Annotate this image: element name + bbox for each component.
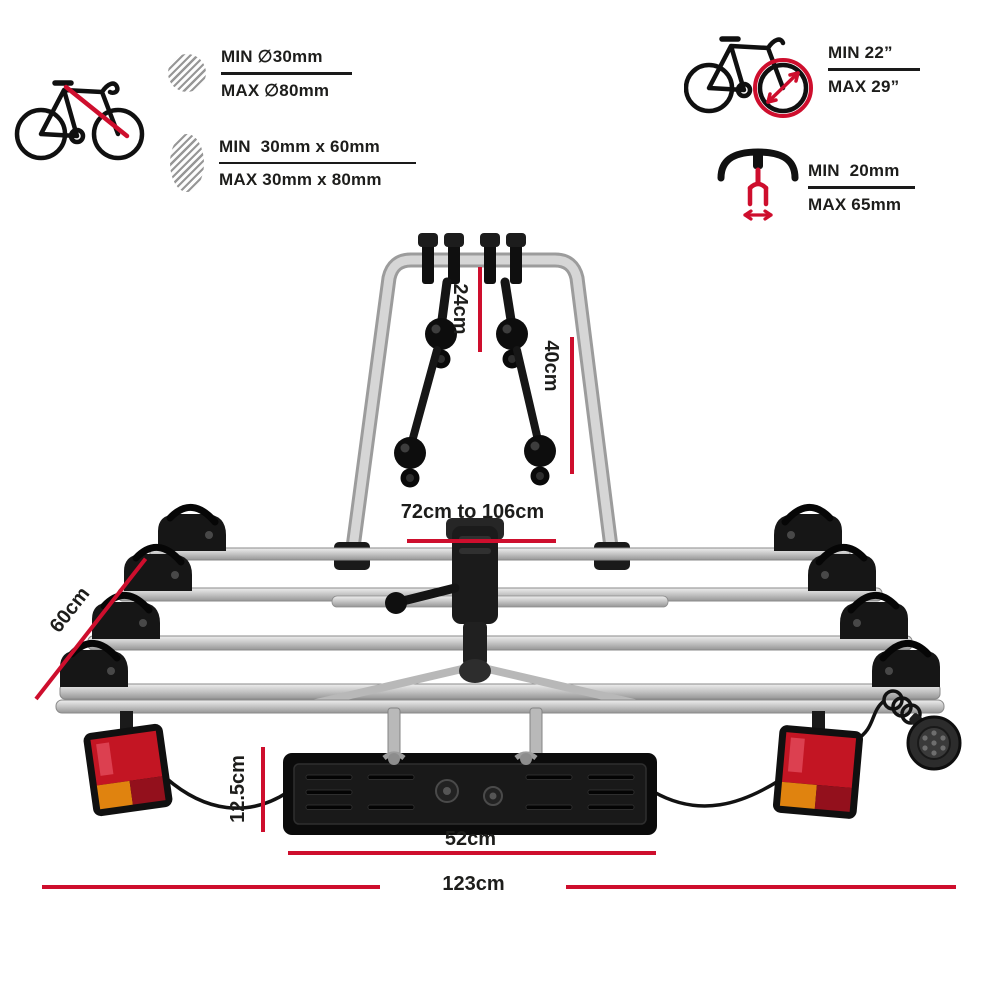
spec-min-label: MIN 22” bbox=[828, 43, 893, 62]
dim-label-12-5cm: 12.5cm bbox=[227, 755, 249, 823]
dim-line-123cm-right bbox=[566, 885, 956, 889]
spec-min-label: MIN 20mm bbox=[808, 161, 900, 180]
handlebar-width-icon bbox=[717, 148, 799, 221]
spec-max-label: MAX ∅80mm bbox=[221, 80, 330, 100]
spec-wheel-size: MIN 22” MAX 29” bbox=[828, 42, 920, 97]
bike-clamp-ball bbox=[524, 435, 556, 486]
tilt-mechanism bbox=[311, 518, 669, 708]
spec-max-label: MAX 65mm bbox=[808, 194, 902, 214]
spec-max-label: MAX 29” bbox=[828, 76, 900, 96]
road-bike-icon bbox=[14, 80, 145, 161]
spec-divider bbox=[221, 72, 352, 75]
dim-label-52cm: 52cm bbox=[444, 828, 497, 850]
dim-label-123cm: 123cm bbox=[442, 873, 505, 895]
bottom-frame bbox=[55, 699, 945, 714]
wheel-clamp bbox=[158, 507, 226, 551]
spec-divider bbox=[808, 186, 915, 189]
spec-frame-tube-oval: MIN 30mm x 60mm MAX 30mm x 80mm bbox=[170, 134, 416, 192]
spec-min-label: MIN ∅30mm bbox=[221, 47, 323, 66]
dim-line-width-range bbox=[407, 539, 556, 543]
dim-line-24cm bbox=[478, 267, 482, 352]
dim-line-123cm-left bbox=[42, 885, 380, 889]
spec-frame-tube-round: MIN ∅30mm MAX ∅80mm bbox=[168, 46, 352, 101]
license-plate-holder bbox=[283, 751, 657, 835]
rack-illustration bbox=[55, 233, 962, 835]
spec-min-label: MIN 30mm x 60mm bbox=[219, 136, 380, 156]
bike-wheel-size-icon bbox=[684, 36, 813, 118]
dim-line-12-5cm bbox=[261, 747, 265, 832]
dim-label-width-range: 72cm to 106cm bbox=[400, 501, 545, 523]
hatched-circle-icon bbox=[168, 54, 206, 93]
dim-label-24cm: 24cm bbox=[449, 283, 471, 335]
spec-divider bbox=[828, 68, 920, 71]
dim-line-40cm bbox=[570, 337, 574, 474]
dim-line-52cm bbox=[288, 851, 656, 855]
trailer-plug-7pin bbox=[906, 713, 962, 771]
wheel-rails bbox=[59, 547, 941, 700]
spec-tyre-width: MIN 20mm MAX 65mm bbox=[808, 160, 915, 215]
bike-clamp-ball bbox=[394, 437, 426, 488]
tail-light-left bbox=[83, 723, 173, 817]
plate-mounts bbox=[120, 707, 825, 761]
tail-light-right bbox=[772, 725, 864, 819]
spec-divider bbox=[219, 161, 416, 165]
hatched-ellipse-icon bbox=[170, 134, 204, 192]
clamp-arms bbox=[394, 277, 556, 488]
wheel-clamp bbox=[774, 507, 842, 551]
spec-max-label: MAX 30mm x 80mm bbox=[219, 170, 382, 190]
wheel-clamp bbox=[840, 595, 908, 639]
dim-label-40cm: 40cm bbox=[540, 340, 562, 392]
wing-bolts bbox=[382, 751, 538, 765]
